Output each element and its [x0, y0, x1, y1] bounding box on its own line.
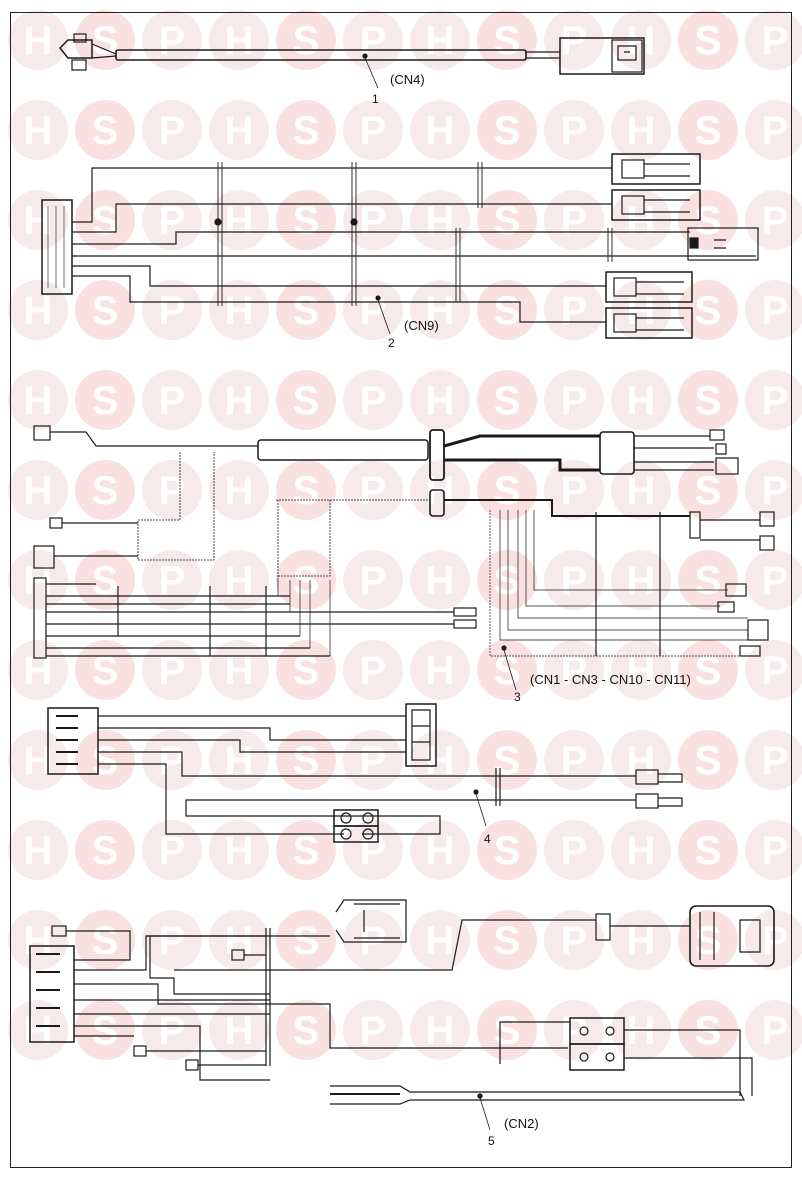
part-number-2: 2	[388, 336, 395, 350]
connector-label-5: (CN2)	[504, 1116, 539, 1131]
diagram-frame	[10, 12, 792, 1168]
part-number-3: 3	[514, 690, 521, 704]
part-number-4: 4	[484, 832, 491, 846]
part-number-1: 1	[372, 92, 379, 106]
part-number-5: 5	[488, 1134, 495, 1148]
connector-label-1: (CN4)	[390, 72, 425, 87]
connector-label-2: (CN9)	[404, 318, 439, 333]
connector-label-3: (CN1 - CN3 - CN10 - CN11)	[530, 672, 691, 687]
